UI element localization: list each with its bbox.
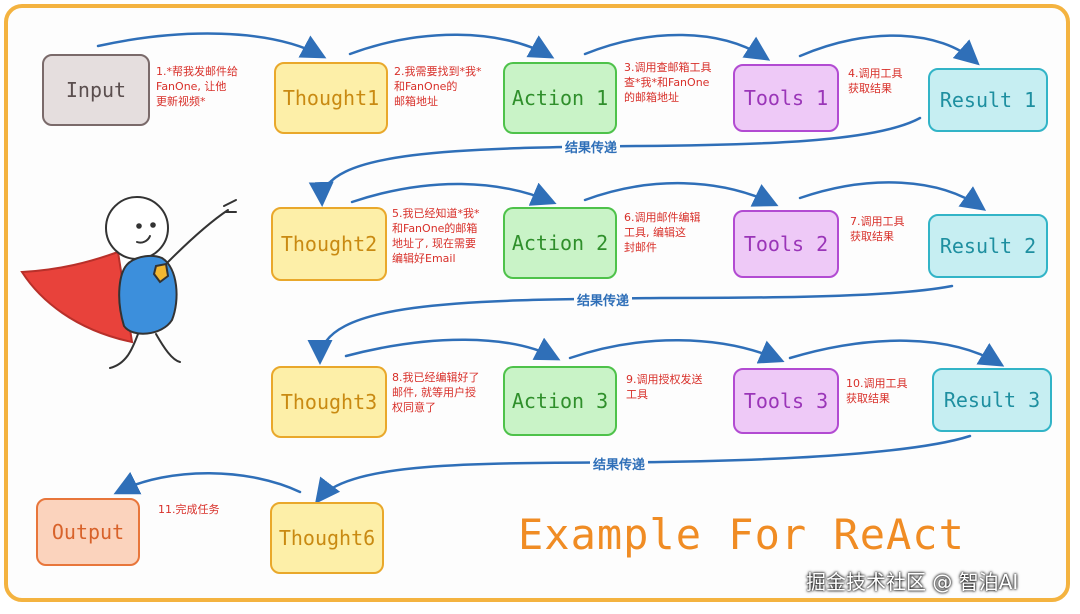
node-tools2: Tools 2 xyxy=(733,210,839,278)
badge xyxy=(152,262,170,284)
node-action2: Action 2 xyxy=(503,207,617,279)
pass-label-3: 结果传递 xyxy=(590,454,649,473)
leg-right xyxy=(155,333,181,363)
note-step-8: 8.我已经编辑好了 邮件, 就等用户授 权同意了 xyxy=(392,371,480,414)
note-step-2: 2.我需要找到*我* 和FanOne的 邮箱地址 xyxy=(394,65,482,108)
cape xyxy=(20,250,134,344)
superhero-figure xyxy=(20,196,237,369)
node-tools1: Tools 1 xyxy=(733,64,839,132)
arrow-thought3-action3 xyxy=(344,337,561,361)
note-step-3: 3.调用查邮箱工具 查*我*和FanOne 的邮箱地址 xyxy=(624,61,712,104)
node-tools3: Tools 3 xyxy=(733,368,839,434)
node-action1: Action 1 xyxy=(503,62,617,134)
node-thought1: Thought1 xyxy=(274,62,388,134)
note-step-1: 1.*帮我发邮件给 FanOne, 让他 更新视频* xyxy=(156,65,238,108)
arrow-tools1-result1 xyxy=(798,34,980,66)
pass-label-2: 结果传递 xyxy=(574,290,633,309)
node-thought2: Thought2 xyxy=(271,207,387,281)
node-input: Input xyxy=(42,54,150,126)
arrow-action3-tools3 xyxy=(568,339,785,364)
arrow-tools3-result3 xyxy=(788,339,1005,367)
note-step-9: 9.调用授权发送 工具 xyxy=(626,373,703,401)
arrow-input-thought1 xyxy=(96,32,327,59)
arrow-action2-tools2 xyxy=(583,181,779,207)
note-step-6: 6.调用邮件编辑 工具, 编辑这 封邮件 xyxy=(624,211,701,254)
head xyxy=(105,196,169,260)
node-action3: Action 3 xyxy=(503,366,617,436)
arrow-result3-thought6 xyxy=(314,434,972,504)
arm-raised xyxy=(167,209,229,263)
arrow-result2-thought3 xyxy=(307,284,954,365)
node-output: Output xyxy=(36,498,140,566)
pass-label-1: 结果传递 xyxy=(562,137,621,156)
arrow-thought6-output xyxy=(113,471,302,495)
node-thought3: Thought3 xyxy=(271,366,387,438)
leg-left xyxy=(109,333,139,369)
node-result1: Result 1 xyxy=(928,68,1048,132)
arrow-thought2-action2 xyxy=(350,182,557,206)
body xyxy=(118,254,178,335)
diagram-title: Example For ReAct xyxy=(518,510,965,559)
note-step-5: 5.我已经知道*我* 和FanOne的邮箱 地址了, 现在需要 编辑好Email xyxy=(392,207,480,265)
node-thought6: Thought6 xyxy=(270,502,384,574)
note-step-11: 11.完成任务 xyxy=(158,503,220,516)
node-result3: Result 3 xyxy=(932,368,1052,432)
arrow-action1-tools1 xyxy=(583,33,771,61)
note-step-4: 4.调用工具 获取结果 xyxy=(848,67,903,95)
arrow-tools2-result2 xyxy=(798,181,987,211)
arrow-thought1-action1 xyxy=(348,33,555,59)
watermark: 掘金技术社区 @ 智泊AI xyxy=(806,570,1019,594)
note-step-10: 10.调用工具 获取结果 xyxy=(846,377,908,405)
arrow-result1-thought2 xyxy=(308,116,922,207)
note-step-7: 7.调用工具 获取结果 xyxy=(850,215,905,243)
node-result2: Result 2 xyxy=(928,214,1048,278)
